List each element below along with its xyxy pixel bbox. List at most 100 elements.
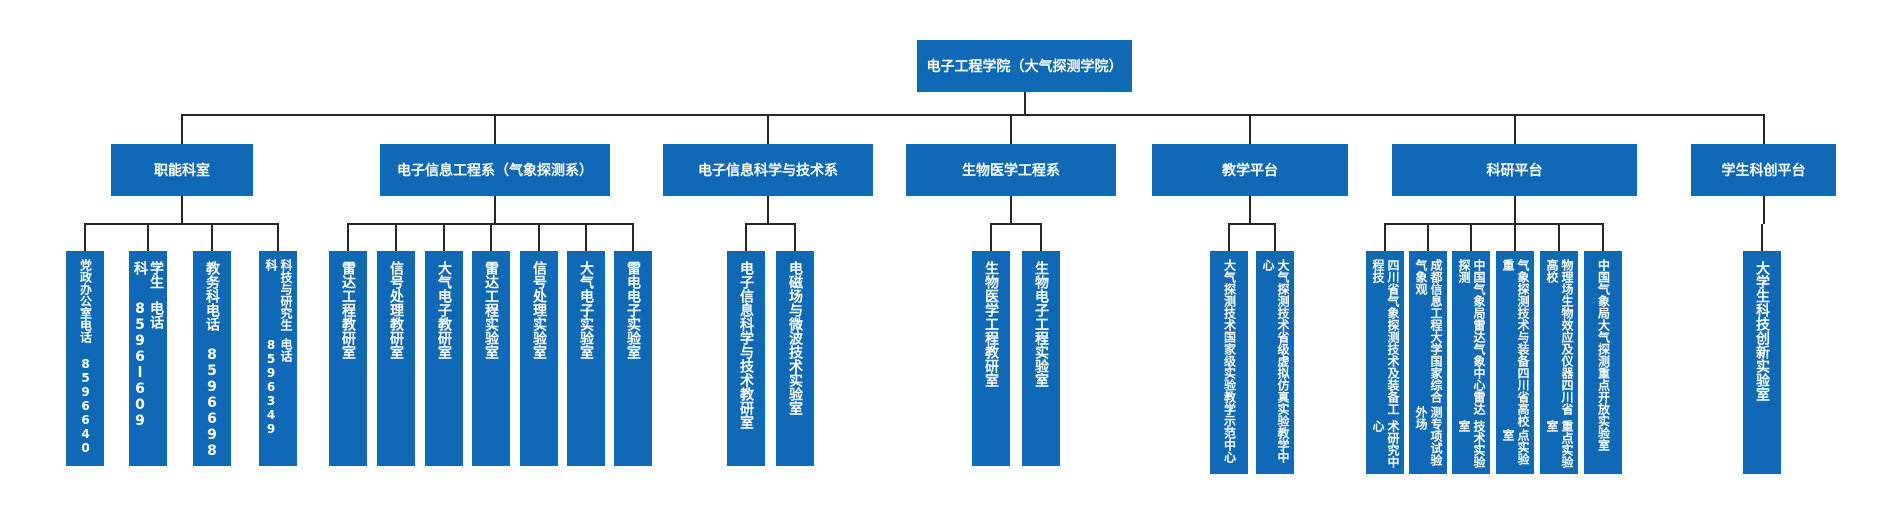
- sub-unit-label: 电话 8596698: [204, 303, 220, 459]
- sub-unit-label: 教务科: [204, 261, 220, 303]
- sub-unit-label: 电磁场与微波技术实验室: [787, 261, 803, 415]
- connector-line: [1761, 224, 1763, 251]
- sub-unit-node: 科技与研究生科电话 8596349: [259, 251, 297, 466]
- connector-line: [147, 224, 149, 251]
- sub-unit-label: 电子信息科学与技术教研室: [738, 261, 754, 429]
- sub-unit-label: 雷达工程教研室: [340, 261, 356, 359]
- department-node: 生物医学工程系: [906, 144, 1116, 196]
- connector-line: [1228, 223, 1276, 225]
- sub-unit-node: 信号处理实验室: [520, 251, 558, 466]
- connector-line: [490, 224, 492, 251]
- sub-unit-node: 雷达工程实验室: [472, 251, 510, 466]
- root-node: 电子工程学院（大气探测学院）: [917, 40, 1132, 92]
- sub-unit-label: 大气探测技术国家级实验教学示范中心: [1222, 259, 1237, 463]
- sub-unit-node: 中国气象局大气探测重点开放实验室: [1584, 251, 1622, 474]
- sub-unit-label: 四川省气象探测技术及装备工程技: [1371, 259, 1400, 415]
- department-node: 电子信息工程系（气象探测系）: [380, 144, 610, 196]
- sub-unit-label: 中国气象局雷达气象中心雷达探测: [1457, 259, 1486, 415]
- sub-unit-label: 信号处理教研室: [388, 261, 404, 359]
- sub-unit-node: 大气探测技术省级虚拟仿真实验教学中心: [1256, 251, 1294, 474]
- sub-unit-node: 大气电子实验室: [567, 251, 605, 466]
- department-node: 教学平台: [1152, 144, 1348, 196]
- connector-line: [745, 223, 796, 225]
- sub-unit-node: 大学生科技创新实验室: [1743, 251, 1781, 474]
- connector-line: [211, 224, 213, 251]
- connector-line: [494, 115, 496, 144]
- sub-unit-label: 技术实验室: [1457, 420, 1486, 469]
- sub-unit-label: 测专项试验外场: [1414, 405, 1443, 466]
- connector-line: [1558, 224, 1560, 251]
- connector-line: [632, 224, 634, 251]
- department-node: 电子信息科学与技术系: [663, 144, 873, 196]
- sub-unit-label: 生物医学工程教研室: [983, 261, 999, 387]
- sub-unit-label: 电话 8596349: [264, 338, 293, 437]
- sub-unit-node: 党政办公室电话 8596640: [66, 251, 104, 466]
- sub-unit-label: 雷电电子实验室: [625, 261, 641, 359]
- sub-unit-node: 成都信息工程大学国家综合气象观测专项试验外场: [1409, 251, 1447, 474]
- department-node: 职能科室: [111, 144, 253, 196]
- connector-line: [1010, 115, 1012, 144]
- connector-line: [1249, 115, 1251, 144]
- connector-line: [1513, 115, 1516, 144]
- connector-line: [1762, 196, 1765, 224]
- sub-unit-label: 信号处理实验室: [531, 261, 547, 359]
- sub-unit-label: 物理场生物效应及仪器四川省高校: [1545, 259, 1574, 415]
- connector-line: [990, 224, 992, 251]
- connector-line: [1514, 224, 1516, 251]
- connector-line: [1023, 92, 1026, 115]
- department-node: 学生科创平台: [1691, 144, 1836, 196]
- connector-line: [494, 196, 496, 224]
- connector-line: [1762, 115, 1765, 144]
- sub-unit-label: 术研究中心: [1371, 420, 1400, 469]
- connector-line: [181, 114, 1765, 116]
- sub-unit-node: 信号处理教研室: [377, 251, 415, 466]
- sub-unit-label: 科技与研究生科: [264, 259, 293, 331]
- sub-unit-label: 大气电子实验室: [578, 261, 594, 359]
- sub-unit-node: 生物电子工程实验室: [1022, 251, 1060, 466]
- connector-line: [767, 115, 769, 144]
- connector-line: [1427, 224, 1429, 251]
- sub-unit-label: 大气电子教研室: [436, 261, 452, 359]
- sub-unit-label: 生物电子工程实验室: [1033, 261, 1049, 387]
- connector-line: [1010, 196, 1012, 224]
- connector-line: [84, 223, 279, 225]
- connector-line: [745, 224, 747, 251]
- connector-line: [585, 224, 587, 251]
- connector-line: [1384, 224, 1386, 251]
- sub-unit-node: 物理场生物效应及仪器四川省高校重点实验室: [1540, 251, 1578, 474]
- sub-unit-node: 生物医学工程教研室: [972, 251, 1010, 466]
- sub-unit-label: 重点实验室: [1545, 420, 1574, 469]
- sub-unit-label: 气象探测技术与装备四川省高校重: [1501, 259, 1530, 427]
- connector-line: [443, 224, 445, 251]
- sub-unit-label: 点实验室: [1501, 428, 1530, 465]
- connector-line: [538, 224, 540, 251]
- sub-unit-node: 教务科电话 8596698: [193, 251, 231, 466]
- department-node: 科研平台: [1392, 144, 1637, 196]
- sub-unit-node: 学生科电话 8596l609: [129, 251, 167, 466]
- connector-line: [181, 196, 183, 224]
- sub-unit-node: 气象探测技术与装备四川省高校重点实验室: [1496, 251, 1534, 474]
- connector-line: [395, 224, 397, 251]
- connector-line: [1513, 196, 1516, 224]
- sub-unit-label: 雷达工程实验室: [483, 261, 499, 359]
- sub-unit-node: 四川省气象探测技术及装备工程技术研究中心: [1366, 251, 1404, 474]
- sub-unit-label: 中国气象局大气探测重点开放实验室: [1596, 259, 1611, 451]
- connector-line: [1602, 224, 1604, 251]
- sub-unit-node: 电子信息科学与技术教研室: [727, 251, 765, 466]
- sub-unit-label: 成都信息工程大学国家综合气象观: [1414, 259, 1443, 403]
- sub-unit-node: 大气探测技术国家级实验教学示范中心: [1210, 251, 1248, 474]
- connector-line: [990, 223, 1042, 225]
- connector-line: [347, 224, 349, 251]
- connector-line: [84, 224, 86, 251]
- sub-unit-node: 雷电电子实验室: [614, 251, 652, 466]
- connector-line: [1274, 224, 1276, 251]
- sub-unit-node: 大气电子教研室: [425, 251, 463, 466]
- connector-line: [794, 224, 796, 251]
- sub-unit-label: 大学生科技创新实验室: [1754, 261, 1770, 401]
- connector-line: [767, 196, 769, 224]
- sub-unit-label: 电话 8596l609: [132, 301, 164, 430]
- sub-unit-node: 中国气象局雷达气象中心雷达探测技术实验室: [1452, 251, 1490, 474]
- connector-line: [277, 224, 279, 251]
- sub-unit-label: 电话 8596640: [78, 319, 93, 455]
